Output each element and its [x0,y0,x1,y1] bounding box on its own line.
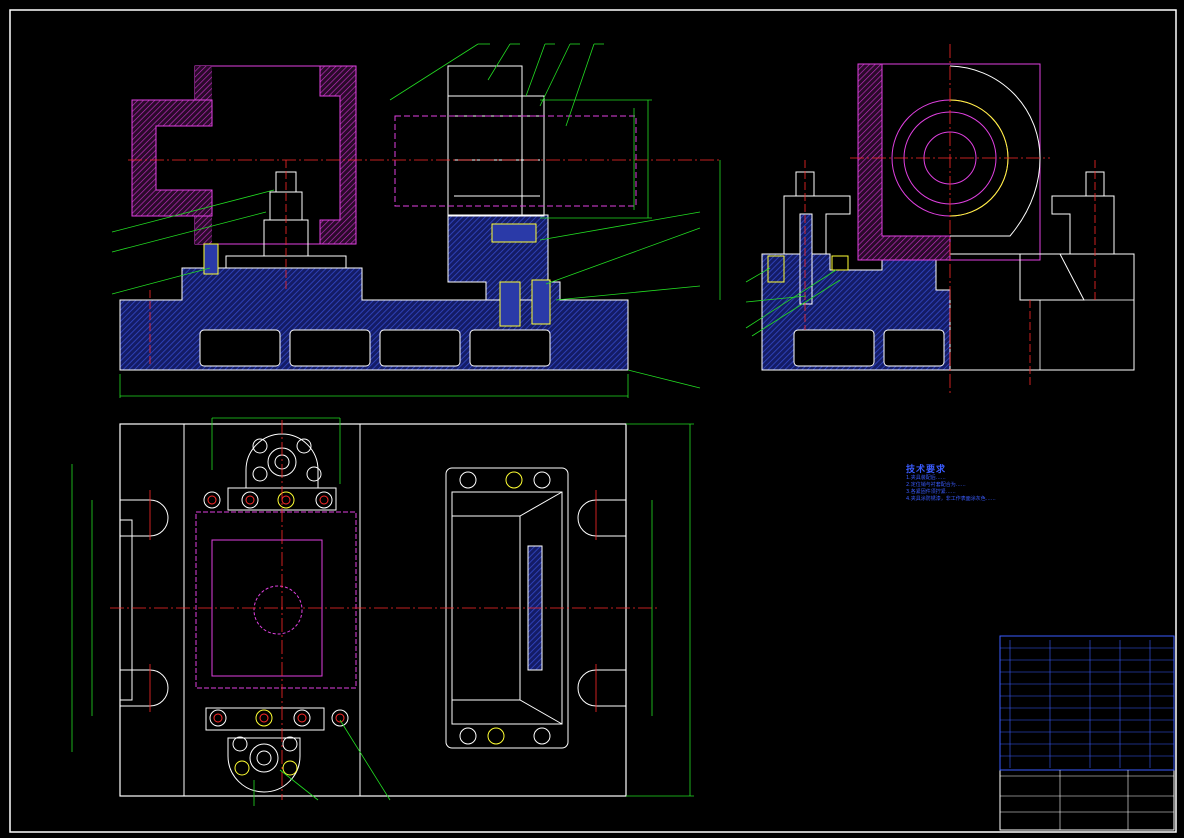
technical-requirements-title: 技术要求 [906,465,947,475]
drawing-frame [9,9,1177,833]
side-section-view [745,44,1135,396]
side-clamp-left [783,171,851,305]
side-clamp-right [1019,171,1115,301]
requirement-line: 4.夹具涂防锈漆，非工作表面涂灰色…… [906,496,996,502]
base-screws [203,223,551,327]
parts-list-rows [1000,647,1174,757]
workpiece-plan [195,511,357,689]
right-u-slots [577,499,626,707]
requirement-line: 1.夹具装配后…… [906,475,946,481]
technical-requirements: 技术要求 1.夹具装配后…… 2.定位销与衬套配合为…… 3.各紧固件须拧紧……… [906,462,996,503]
title-block [999,635,1175,831]
top-base-outline [119,423,627,797]
side-housing-section [857,63,1041,261]
requirement-line: 2.定位销与衬套配合为…… [906,482,966,488]
bore-circles [891,65,1041,237]
lower-clamp-plate [205,707,325,793]
left-u-slots [120,499,169,707]
front-section-view [111,43,722,398]
base-body-section [119,267,629,371]
plan-screws [203,438,349,776]
top-plan-view [71,417,694,806]
requirement-line: 3.各紧固件须拧紧…… [906,489,956,495]
